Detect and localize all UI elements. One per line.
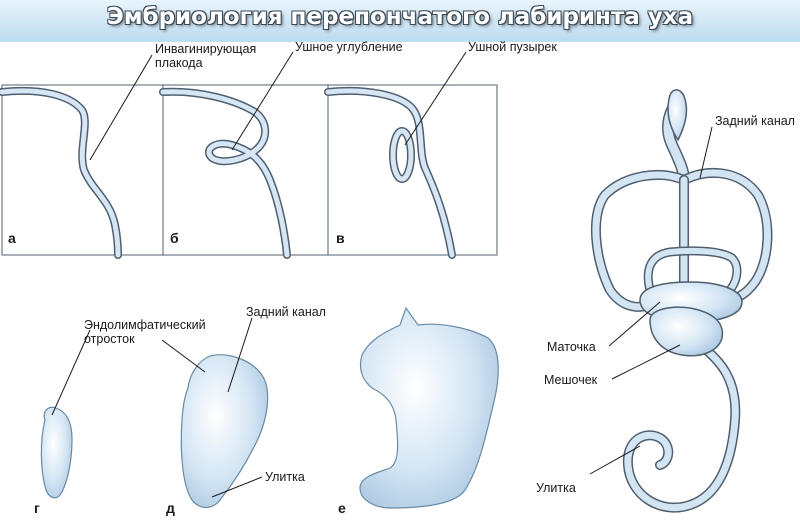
panel-label-a: а [8, 230, 16, 246]
label-saccule: Мешочек [544, 373, 598, 387]
panel-label-e: е [338, 500, 346, 516]
label-endolymphatic-line1: Эндолимфатический [84, 318, 206, 332]
panel-label-d: д [166, 500, 175, 516]
ear-pit-membrane [159, 87, 291, 259]
title-bar [0, 0, 800, 42]
label-cochlea-final: Улитка [536, 481, 576, 495]
label-posterior-canal-final: Задний канал [715, 114, 795, 128]
endolymphatic-sac-final [667, 89, 688, 142]
label-endolymphatic-line2: отросток [84, 332, 135, 346]
label-ear-pit: Ушное углубление [295, 40, 403, 54]
panel-label-v: в [336, 230, 345, 246]
placode-membrane [0, 86, 122, 259]
label-ear-vesicle: Ушной пузырек [468, 40, 557, 54]
stage-e-shape [359, 306, 499, 509]
label-utricle: Маточка [547, 340, 596, 354]
stage-d-shape [180, 354, 269, 509]
label-invaginating-placode-line2: плакода [155, 56, 203, 70]
stage-g-shape [40, 406, 73, 499]
panel-label-g: г [34, 500, 40, 516]
label-invaginating-placode-line1: Инвагинирующая [155, 42, 257, 56]
label-cochlea-d: Улитка [265, 470, 305, 484]
panel-label-b: б [170, 230, 179, 246]
page-title: Эмбриология перепончатого лабиринта уха [106, 4, 694, 30]
ear-vesicle-membrane [324, 86, 456, 259]
leader-lines [51, 51, 713, 498]
saccule-shape [649, 306, 724, 357]
label-posterior-canal-d: Задний канал [246, 305, 326, 319]
